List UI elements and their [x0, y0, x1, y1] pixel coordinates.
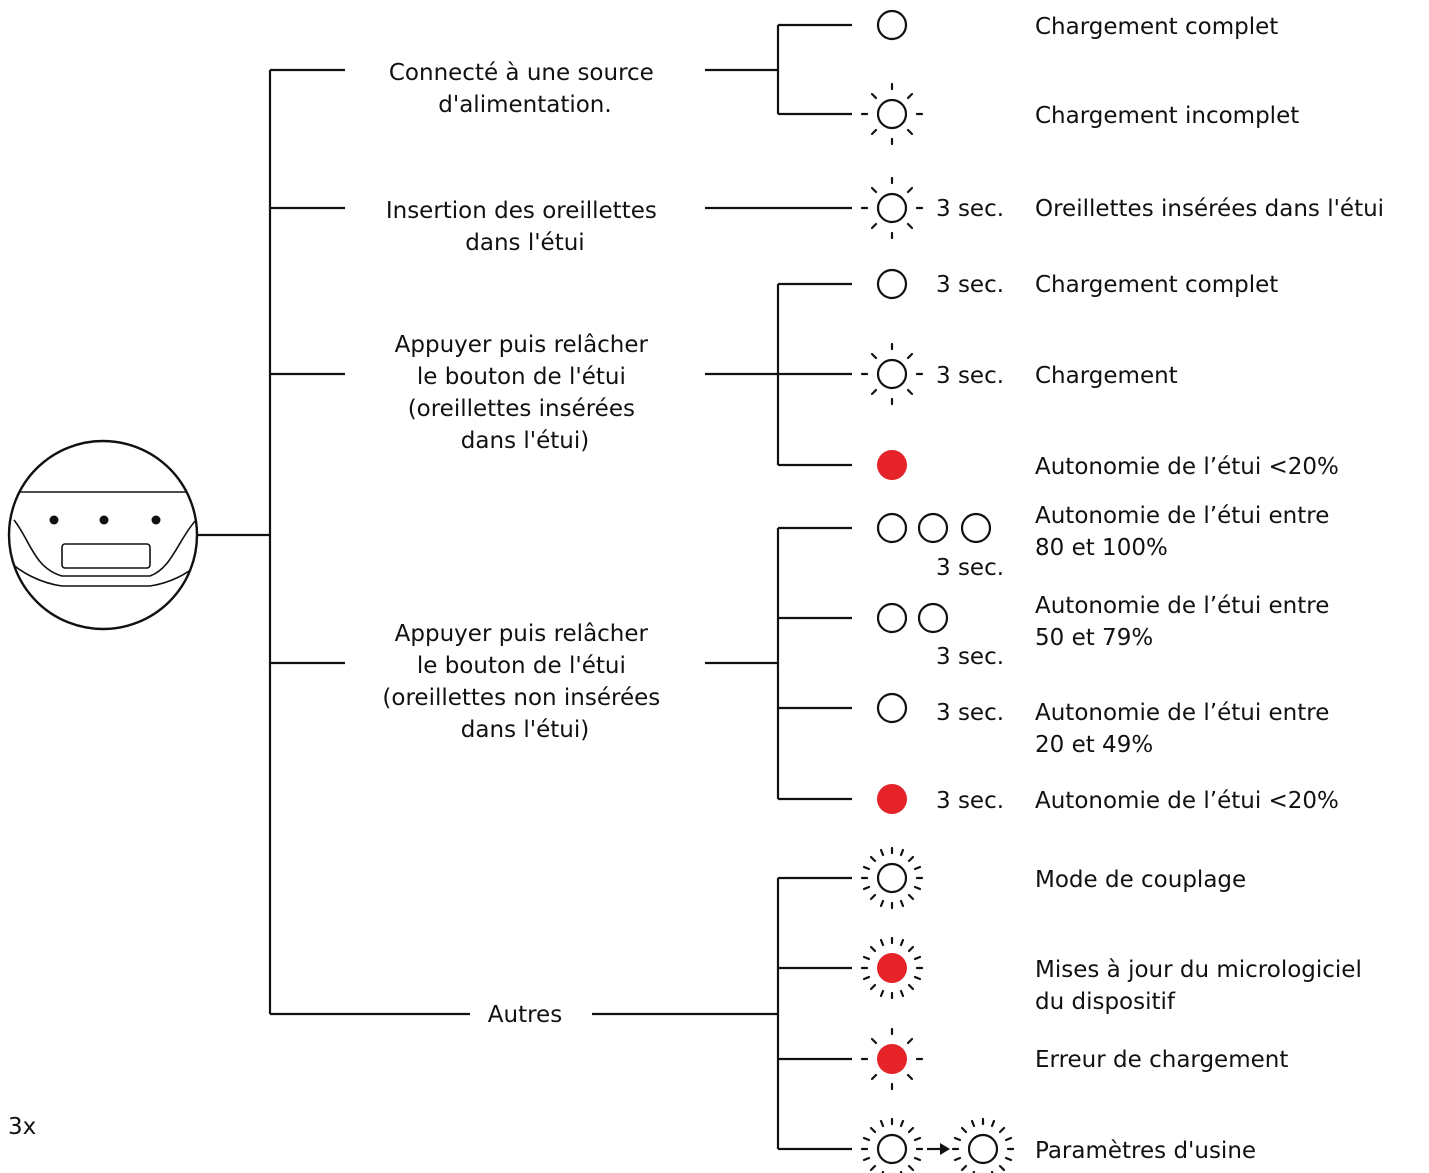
led-off-icon	[960, 512, 992, 544]
result-label: Mises à jour du micrologiciel du disposi…	[1035, 957, 1369, 1015]
led-off-icon	[917, 602, 949, 634]
result-label: Chargement incomplet	[1035, 103, 1299, 129]
led-off-icon	[876, 692, 908, 724]
led-red-icon	[877, 450, 907, 480]
category-other-label: Autres	[488, 1002, 562, 1028]
result-label: Autonomie de l’étui entre 50 et 79%	[1035, 593, 1337, 651]
led-blinking-icon	[860, 176, 924, 240]
led-blinking-icon	[860, 342, 924, 406]
led-red-blinking-icon	[860, 1027, 924, 1091]
result-label: Chargement	[1035, 363, 1178, 389]
category-power-label: Connecté à une source d'alimentation.	[389, 60, 661, 118]
led-fast-blinking-icon	[860, 1117, 924, 1173]
result-label: Mode de couplage	[1035, 867, 1246, 893]
duration-label: 3 sec.	[936, 555, 1004, 581]
led-off-icon	[876, 268, 908, 300]
arrow-right-icon	[927, 1143, 950, 1155]
result-label: Chargement complet	[1035, 272, 1278, 298]
led-red-fast-blinking-icon	[860, 936, 924, 1000]
result-label: Autonomie de l’étui <20%	[1035, 454, 1339, 480]
charging-case-icon	[7, 439, 199, 631]
duration-label: 3 sec.	[936, 700, 1004, 726]
led-off-icon	[876, 9, 908, 41]
result-label: Autonomie de l’étui entre 80 et 100%	[1035, 503, 1337, 561]
result-label: Autonomie de l’étui <20%	[1035, 788, 1339, 814]
result-label: Erreur de chargement	[1035, 1047, 1288, 1073]
duration-label: 3 sec.	[936, 644, 1004, 670]
led-off-icon	[876, 512, 908, 544]
led-blinking-icon	[860, 82, 924, 146]
category-insert-label: Insertion des oreillettes dans l'étui	[386, 198, 664, 256]
result-label: Paramètres d'usine	[1035, 1138, 1256, 1164]
footnote-label: 3x	[8, 1114, 36, 1140]
result-label: Autonomie de l’étui entre 20 et 49%	[1035, 700, 1337, 758]
result-label: Oreillettes insérées dans l'étui	[1035, 196, 1384, 222]
category-press-inserted-label: Appuyer puis relâcher le bouton de l'étu…	[395, 332, 656, 454]
result-label: Chargement complet	[1035, 14, 1278, 40]
led-red-icon	[877, 784, 907, 814]
duration-label: 3 sec.	[936, 788, 1004, 814]
led-fast-blinking-icon	[860, 846, 924, 910]
led-off-icon	[917, 512, 949, 544]
led-fast-blinking-icon	[951, 1117, 1015, 1173]
duration-label: 3 sec.	[936, 272, 1004, 298]
category-press-not-inserted-label: Appuyer puis relâcher le bouton de l'étu…	[382, 621, 667, 743]
led-off-icon	[876, 602, 908, 634]
connector-lines	[196, 23, 852, 1151]
duration-label: 3 sec.	[936, 363, 1004, 389]
duration-label: 3 sec.	[936, 196, 1004, 222]
